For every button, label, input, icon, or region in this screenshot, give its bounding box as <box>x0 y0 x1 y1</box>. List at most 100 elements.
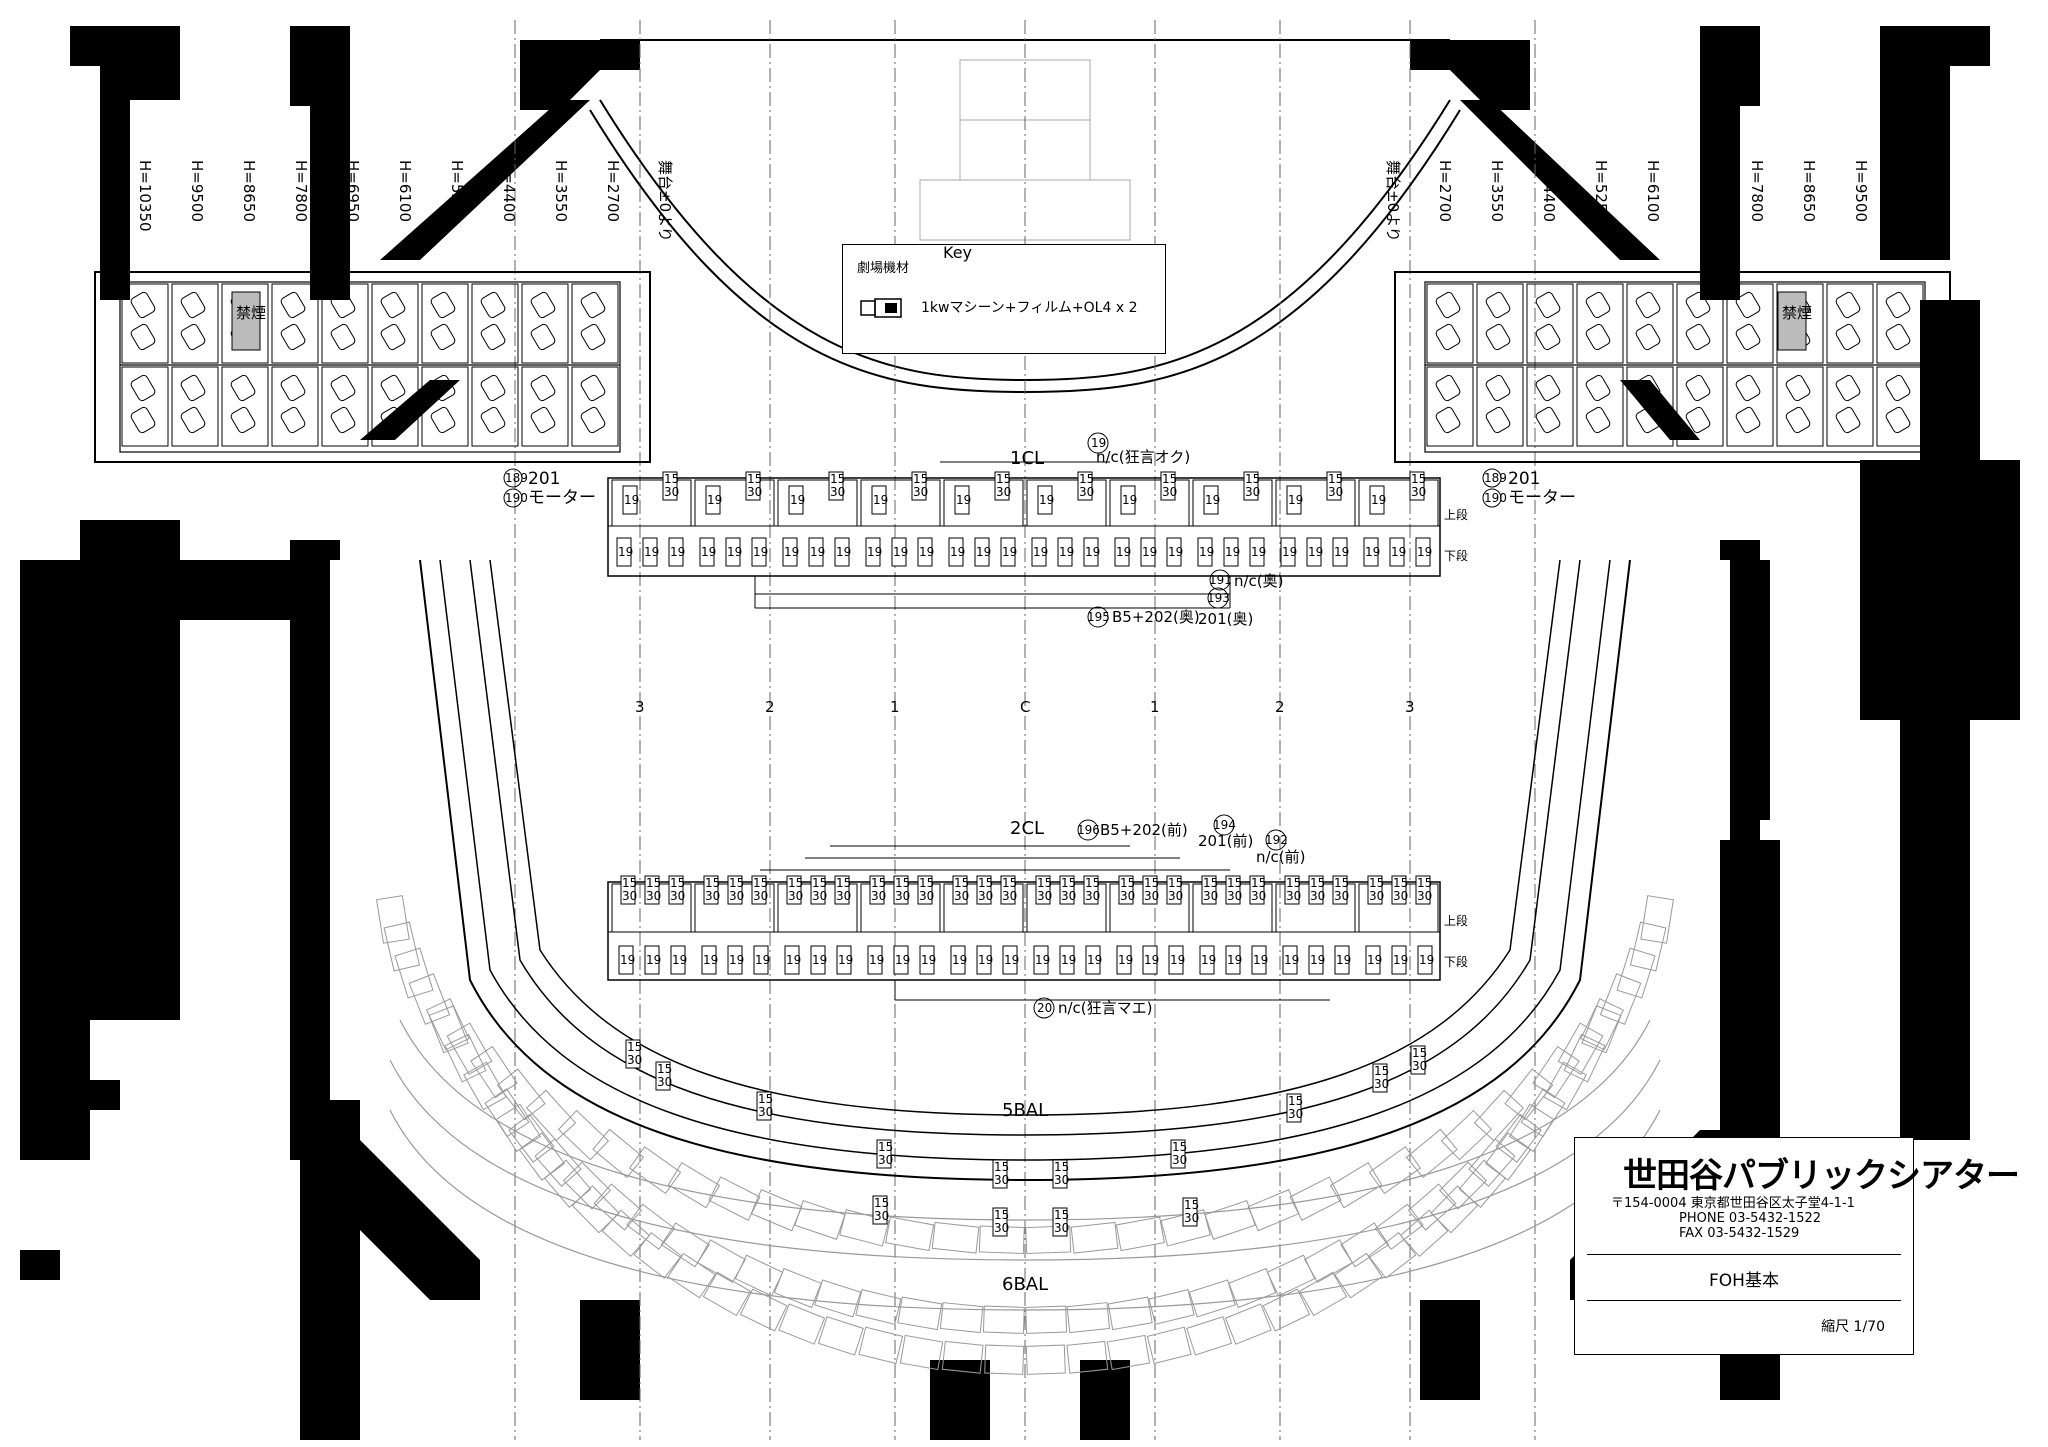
seat <box>1148 1288 1195 1325</box>
fixture-icon <box>380 291 406 319</box>
fixture-angle-bottom: 30 <box>1172 1153 1187 1167</box>
gallery-cell <box>1576 283 1624 364</box>
lighting-fixture: 19 <box>782 537 799 567</box>
seat <box>1334 1252 1383 1299</box>
height-label-left: H=7800 <box>292 160 310 222</box>
lighting-fixture: 19 <box>1363 537 1380 567</box>
gallery-cell <box>521 283 569 364</box>
seat <box>939 1302 984 1334</box>
2cl-note-20: n/c(狂言マエ) <box>1058 999 1153 1017</box>
gallery-cell <box>471 366 519 447</box>
bridge-bay <box>694 479 775 527</box>
height-label-left: H=8650 <box>240 160 258 222</box>
seat <box>562 1161 612 1210</box>
2cl-num-194: 194 <box>1213 818 1236 832</box>
guide-lines <box>514 20 1536 1440</box>
fixture-unit: 19 <box>1253 953 1268 967</box>
fixture-angle-bottom: 30 <box>1245 485 1260 499</box>
fixture-angle-top: 15 <box>646 876 661 890</box>
lighting-fixture: 19 <box>1057 537 1074 567</box>
seat <box>1557 1022 1604 1075</box>
fixture-icon <box>1735 374 1761 402</box>
seat <box>667 1162 721 1209</box>
gallery-cell <box>1726 366 1774 447</box>
fixture-icon <box>530 323 556 351</box>
height-label-left: H=2700 <box>604 160 622 222</box>
lighting-fixture: 19 <box>1140 537 1157 567</box>
seat <box>984 1344 1025 1375</box>
seat <box>1368 1146 1422 1195</box>
1cl-lower-label: 下段 <box>1444 548 1468 563</box>
seat <box>1367 1232 1417 1279</box>
seat <box>571 1185 620 1234</box>
centerline-mark: 1 <box>890 698 900 716</box>
theatre-logo: 世田谷パブリックシアター <box>1623 1156 2020 1196</box>
lighting-fixture: 19 <box>1282 945 1299 975</box>
seat <box>1247 1189 1300 1232</box>
fixture-unit: 19 <box>867 545 882 559</box>
fixture-unit: 19 <box>784 545 799 559</box>
lighting-fixture: 19 <box>891 537 908 567</box>
fixture-angle-bottom: 30 <box>994 1221 1009 1235</box>
left-gallery <box>94 271 651 463</box>
lighting-fixture: 19 <box>974 537 991 567</box>
seat <box>1262 1288 1311 1332</box>
fixture-icon <box>330 406 356 434</box>
fixture-angle-top: 15 <box>954 876 969 890</box>
bridge-bay <box>1192 479 1273 527</box>
seat <box>1532 1045 1580 1099</box>
fixture-unit: 19 <box>1116 545 1131 559</box>
gallery-cell <box>1426 366 1474 447</box>
seat <box>1025 1305 1068 1334</box>
fixture-angle-top: 15 <box>994 1208 1009 1222</box>
fixture-icon <box>280 323 306 351</box>
fixture-angle-bottom: 30 <box>1411 485 1426 499</box>
fixture-angle-bottom: 30 <box>830 485 845 499</box>
fixture-unit: 19 <box>670 545 685 559</box>
height-label-right: H=6100 <box>1644 160 1662 222</box>
seat <box>1599 973 1642 1025</box>
fixture-angle-bottom: 30 <box>657 1075 672 1089</box>
seat <box>1066 1340 1109 1374</box>
seat <box>1484 1132 1532 1181</box>
lighting-fixture: 19 <box>917 537 934 567</box>
fixture-icon <box>430 291 456 319</box>
fixture-angle-top: 15 <box>1162 472 1177 486</box>
fixture-angle-top: 15 <box>1374 1064 1389 1078</box>
fixture-unit: 19 <box>646 953 661 967</box>
fixture-unit: 19 <box>950 545 965 559</box>
seat <box>1563 1033 1606 1083</box>
seat <box>525 1089 577 1142</box>
gallery-cell <box>171 366 219 447</box>
height-label-right: 舞台±0より <box>1384 160 1402 242</box>
theatre-phone: PHONE 03-5432-1522 <box>1679 1211 1822 1226</box>
fixture-icon <box>1885 291 1911 319</box>
gallery-cell <box>371 366 419 447</box>
fixture-angle-bottom: 30 <box>1002 889 1017 903</box>
seat <box>1224 1303 1272 1345</box>
lighting-fixture: 19 <box>1308 945 1325 975</box>
fixture-unit: 19 <box>703 953 718 967</box>
fixture-unit: 19 <box>1144 953 1159 967</box>
fixture-unit: 19 <box>1142 545 1157 559</box>
fixture-icon <box>1585 374 1611 402</box>
theatre-contact: 〒154-0004 東京都世田谷区太子堂4-1-1 PHONE 03-5432-… <box>1611 1196 1855 1241</box>
seat <box>1329 1162 1383 1209</box>
fixture-icon <box>1835 291 1861 319</box>
fixture-unit: 19 <box>1002 545 1017 559</box>
fixture-angle-top: 15 <box>1310 876 1325 890</box>
fixture-angle-bottom: 30 <box>1162 485 1177 499</box>
fixture-angle-bottom: 30 <box>978 889 993 903</box>
